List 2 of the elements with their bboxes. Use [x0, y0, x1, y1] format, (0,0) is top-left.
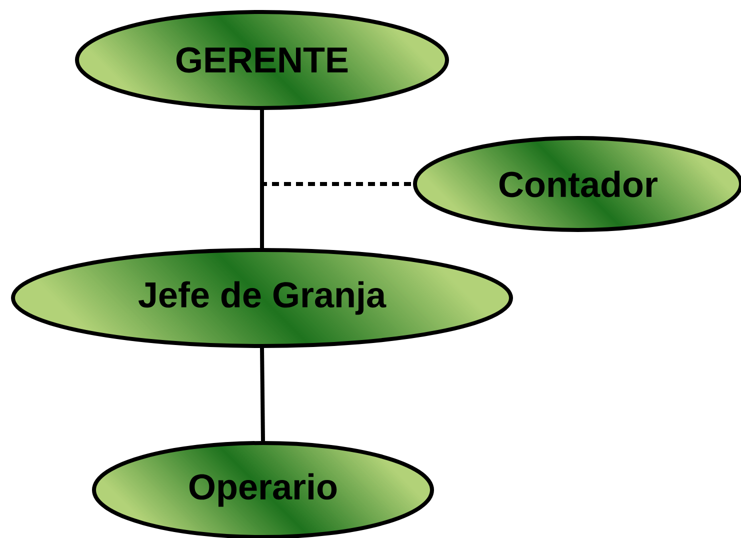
connector-line: [260, 348, 265, 442]
connector-line: [260, 110, 413, 186]
